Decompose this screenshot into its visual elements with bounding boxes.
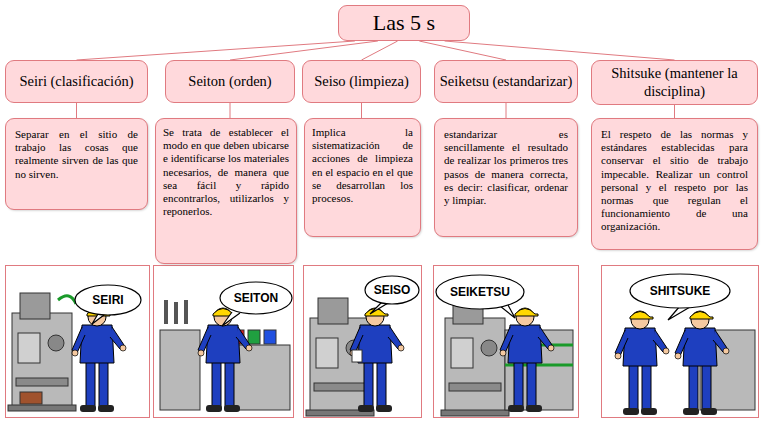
step-heading-box: Seiso (limpieza) — [302, 60, 421, 103]
description-box: Implica la sistematización de acciones d… — [304, 118, 421, 237]
connector-line — [76, 103, 77, 118]
description-text: El respeto de las normas y estándares es… — [601, 128, 748, 234]
description-box: Se trata de establecer el modo en que de… — [155, 118, 297, 264]
heading-text: Seiri (clasificación) — [20, 73, 134, 90]
speech-bubble-label: SEIRI — [92, 293, 123, 307]
speech-bubble-label: SEISO — [374, 283, 411, 297]
speech-bubble-label: SHITSUKE — [650, 284, 711, 298]
connector-line — [445, 41, 675, 60]
step-heading-box: Shitsuke (mantener la disciplina) — [591, 60, 758, 105]
description-box: Separar en el sitio de trabajo las cosas… — [5, 118, 148, 210]
description-text: estandarizar es sencillamente el resulta… — [444, 128, 568, 207]
title-box: Las 5 s — [338, 5, 470, 41]
heading-text: Seiton (orden) — [188, 73, 271, 90]
speech-bubble-label: SEITON — [234, 291, 278, 305]
description-box: estandarizar es sencillamente el resulta… — [434, 118, 578, 237]
speech-bubble-label: SEIKETSU — [450, 285, 510, 299]
description-text: Implica la sistematización de acciones d… — [312, 126, 413, 205]
connector-line — [674, 105, 675, 118]
connector-line — [77, 41, 355, 60]
connector-line — [230, 41, 378, 60]
connector-line — [506, 103, 507, 118]
description-text: Separar en el sitio de trabajo las cosas… — [15, 128, 138, 181]
heading-text: Seiketsu (estandarizar) — [440, 73, 572, 90]
step-heading-box: Seiketsu (estandarizar) — [434, 60, 578, 103]
heading-text: Shitsuke (mantener la disciplina) — [596, 65, 753, 100]
heading-text: Las 5 s — [373, 10, 435, 36]
connector-line — [361, 103, 362, 118]
heading-text: Seiso (limpieza) — [314, 73, 409, 90]
step-heading-box: Seiri (clasificación) — [5, 60, 148, 103]
connector-line — [419, 41, 506, 60]
description-box: El respeto de las normas y estándares es… — [591, 118, 758, 250]
connector-line — [230, 103, 231, 118]
connector-line — [362, 41, 398, 60]
step-heading-box: Seiton (orden) — [165, 60, 295, 103]
description-text: Se trata de establecer el modo en que de… — [163, 126, 289, 218]
